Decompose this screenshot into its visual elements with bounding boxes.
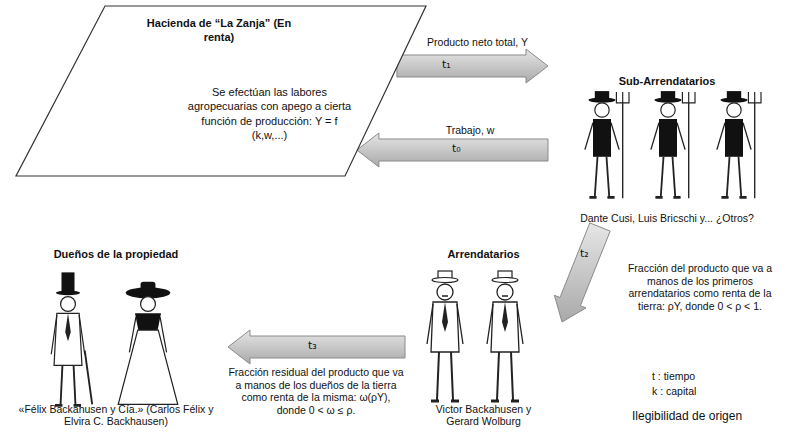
group-heading: Sub-Arrendatarios — [619, 75, 716, 89]
legend-note: k : capital — [652, 385, 696, 398]
person-names: Dante Cusi, Luis Bricschi y... ¿Otros? — [580, 212, 754, 225]
time-marker: t₀ — [452, 142, 461, 155]
arrow-label: Fracción residual del producto que va a … — [228, 366, 404, 416]
arrow-label: Producto neto total, Y — [410, 36, 545, 49]
block-arrow — [228, 330, 405, 364]
legend-note: t : tiempo — [652, 370, 695, 383]
group-heading: Arrendatarios — [447, 248, 519, 262]
time-marker: t₂ — [580, 247, 589, 260]
time-marker: t₁ — [442, 58, 451, 71]
subtenants-group: Sub-ArrendatariosDante Cusi, Luis Bricsc… — [548, 55, 786, 227]
block-arrow — [357, 133, 548, 167]
block-arrow — [554, 223, 610, 322]
tenants-group: ArrendatariosVictor Backahusen y Gerard … — [405, 248, 562, 430]
person-names: «Félix Backahusen y Cía.» (Carlos Félix … — [4, 403, 228, 428]
owners-group: Dueños de la propiedad «Félix Backahusen … — [4, 248, 228, 430]
person-names: Victor Backahusen y Gerard Wolburg — [423, 403, 545, 428]
estate-parallelogram: Hacienda de “La Zanja” (En renta) Se efec… — [15, 5, 427, 177]
estate-description: Se efectúan las labores agropecuarias co… — [187, 85, 352, 142]
time-marker: t₃ — [308, 339, 317, 352]
source-note: Ilegibilidad de origen — [632, 409, 742, 423]
arrow-label: Trabajo, w — [400, 124, 540, 137]
block-arrow — [397, 49, 548, 83]
estate-heading: Hacienda de “La Zanja” (En renta) — [143, 17, 295, 45]
group-heading: Dueños de la propiedad — [54, 248, 179, 262]
arrow-label: Fracción del producto que va a manos de … — [615, 262, 785, 312]
